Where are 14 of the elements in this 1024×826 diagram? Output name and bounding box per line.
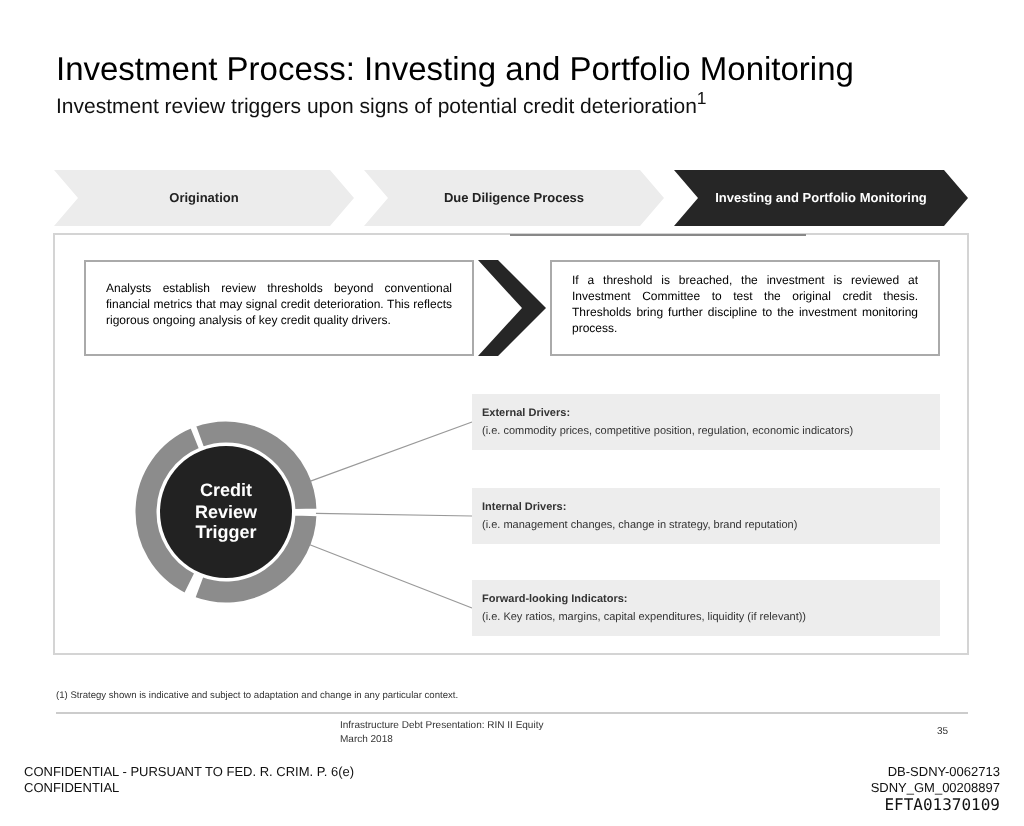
circle-label: Credit Review Trigger	[192, 479, 260, 545]
connector-line	[309, 544, 473, 609]
text-box	[84, 260, 474, 356]
connector-line	[315, 512, 473, 517]
driver-box	[472, 488, 940, 544]
connector-line	[309, 421, 473, 482]
driver-box	[472, 394, 940, 450]
chevron-arrow	[478, 260, 546, 356]
subtitle: Investment review triggers upon signs of potential credit deterioration$^{1}$	[56, 90, 707, 121]
driver-box	[472, 580, 940, 636]
text-box	[550, 260, 940, 356]
document-id: EFTA01370109	[884, 798, 1000, 816]
title: Investment Process: Investing and Portfolio Monitoring	[56, 52, 854, 90]
process-step	[674, 170, 968, 226]
